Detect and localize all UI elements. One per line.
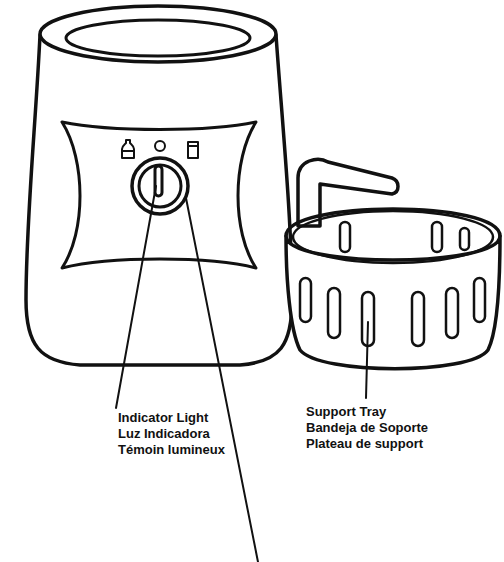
tray-back-wall [293, 211, 493, 263]
support-tray-label: Support Tray [306, 404, 386, 420]
support-tray-label: Bandeja de Soporte [306, 420, 428, 436]
indicator-light-label: Indicator Light [118, 410, 208, 426]
tray-basket [286, 236, 500, 369]
leader-line [116, 186, 156, 408]
leader-line [186, 198, 258, 562]
bottle-symbol [122, 140, 134, 158]
warmer-rim [40, 6, 276, 62]
tray-slots [300, 222, 485, 346]
control-panel [62, 122, 256, 268]
indicator-light-label: Luz Indicadora [118, 426, 210, 442]
knob-indicator-light [155, 166, 162, 196]
jar-symbol [188, 142, 198, 158]
leader-line [366, 322, 368, 398]
warmer-opening [66, 20, 250, 56]
warmer-body [26, 35, 292, 365]
support-tray-label: Plateau de support [306, 436, 423, 452]
knob-inner [139, 165, 181, 207]
off-symbol [155, 141, 165, 151]
indicator-light-label: Témoin lumineux [118, 442, 225, 458]
control-knob [132, 158, 188, 214]
